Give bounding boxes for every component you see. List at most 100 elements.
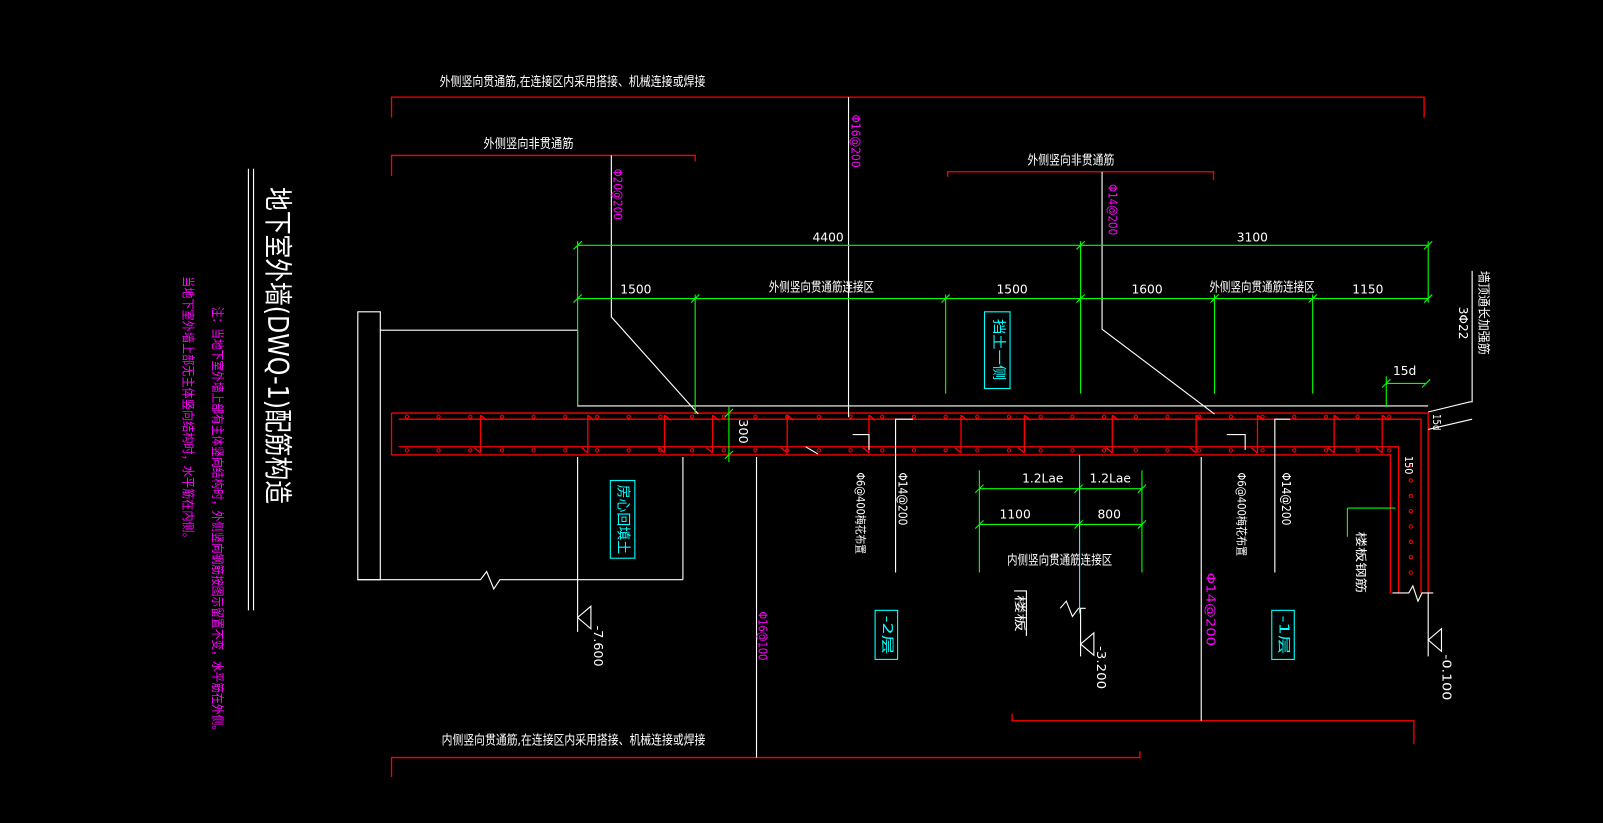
rebar-dot: [1387, 414, 1392, 419]
rebar-dot: [658, 448, 663, 453]
rebar-dot: [816, 414, 822, 419]
spec-tie-right: Φ6@400梅花布置: [1235, 472, 1249, 556]
note-line-2: 当地下室外墙上部无主体竖向结构时，水平筋在内侧。: [180, 276, 197, 544]
ground-line-with-break: [357, 570, 683, 591]
rebar-dot: [563, 414, 568, 419]
wall-section-outline: [390, 412, 1429, 593]
rebar-dot: [753, 448, 758, 453]
spec-inner-vertical-right: Φ14@200: [1279, 472, 1293, 525]
level-minus-1-box: [1271, 609, 1295, 660]
rebar-dot: [816, 448, 822, 453]
rebar-dot: [531, 414, 536, 419]
rebar-dot: [499, 448, 505, 453]
rotated-labels: Φ16@200 Φ20@200 Φ14@200 300 Φ6@400梅花布置 Φ…: [591, 115, 1491, 701]
rebar-dot: [1408, 555, 1413, 560]
area-labels: 挡土一侧 房心回填土 -2层 -1层: [609, 311, 1295, 660]
rebar-dot: [1260, 448, 1265, 453]
rebar-dot: [594, 448, 600, 453]
rebar-dot: [785, 448, 790, 453]
dim-seg-3: 1600: [1131, 282, 1162, 296]
rebar-dot: [848, 448, 853, 453]
rebar-dot: [531, 448, 536, 453]
soil-side-box: [983, 311, 1011, 390]
rebar-dot: [1133, 448, 1138, 453]
backfill-box: [609, 479, 636, 559]
rebar-dot: [975, 448, 980, 453]
rebar-dot: [1408, 570, 1413, 575]
drawing-title: 地下室外墙(DWQ-1)配筋构造: [261, 187, 295, 504]
rebar-dot: [1292, 414, 1297, 419]
rebar-dot: [1228, 414, 1234, 419]
elevation-top: -0.100: [1440, 654, 1454, 700]
label-outer-non-through-left: 外侧竖向非贯通筋: [484, 135, 574, 152]
wall-break-line: [1392, 584, 1434, 603]
rebar-dot: [1323, 448, 1329, 453]
rebar-dot: [1133, 414, 1138, 419]
dim-overall-right: 3100: [1237, 230, 1268, 244]
label-backfill: 房心回填土: [615, 485, 632, 555]
rebar-dot: [785, 414, 790, 419]
dimension-ticks: [573, 240, 1433, 529]
dim-seg-1: 1500: [620, 282, 651, 296]
rebar-dot: [975, 414, 980, 419]
level-minus-1: -1层: [1276, 615, 1291, 654]
backfill-boundary: [577, 456, 684, 580]
rebar-dot: [1387, 448, 1392, 453]
rebar-dots: [404, 414, 1413, 575]
title-block: 地下室外墙(DWQ-1)配筋构造 注：当地下室外墙上部有主体竖向结构时，外侧竖向…: [180, 168, 295, 736]
rebar-dot: [1323, 414, 1329, 419]
outer-non-through-bracket-left: [390, 154, 696, 176]
rebar-lines: [390, 96, 1429, 777]
label-inner-zone: 内侧竖向贯通筋连接区: [1007, 551, 1112, 568]
spec-inner-vertical-bottom-left: Φ16@100: [756, 611, 770, 660]
inner-through-bracket: [390, 751, 1141, 777]
dim-edge: 150: [1402, 456, 1413, 474]
rebar-dot: [1070, 448, 1075, 453]
rebar-dot: [721, 448, 726, 453]
structure-outlines: [357, 97, 1473, 758]
rebar-dot: [594, 414, 600, 419]
rebar-dot: [911, 448, 917, 453]
spec-top-reinforcement: 3Φ22: [1456, 307, 1470, 340]
rebar-dot: [1038, 414, 1043, 419]
rebar-dot: [404, 414, 410, 419]
rebar-dot: [880, 414, 885, 419]
rebar-dot: [943, 448, 948, 453]
wall-ties: [473, 414, 1389, 454]
label-outer-zone-1: 外侧竖向贯通筋连接区: [769, 278, 874, 295]
rebar-dot: [1197, 448, 1202, 453]
wall-rebar-layers: [398, 418, 1422, 593]
dim-seg-4: 1150: [1352, 282, 1383, 296]
rebar-dot: [1101, 448, 1107, 453]
dim-overall-left: 4400: [812, 230, 843, 244]
dim-inner-seg-2: 800: [1098, 507, 1121, 521]
title-double-line: [247, 168, 255, 611]
rebar-dot: [1355, 448, 1360, 453]
slab-top-line: [380, 329, 1429, 407]
rebar-dot: [436, 414, 441, 419]
dim-lap-1: 1.2Lae: [1022, 472, 1063, 486]
rebar-dot: [468, 448, 473, 453]
rebar-dot: [911, 414, 917, 419]
rebar-leader-lines: [610, 97, 1291, 758]
dimension-extension-lines: [577, 241, 1429, 573]
outer-through-bracket: [390, 96, 1425, 118]
label-outer-through-top: 外侧竖向贯通筋,在连接区内采用搭接、机械连接或焊接: [440, 73, 706, 90]
outer-non-through-bracket-right: [947, 171, 1215, 180]
rebar-dot: [1038, 448, 1043, 453]
rebar-dot: [1260, 414, 1265, 419]
label-slab-rebar: 楼板钢筋: [1354, 532, 1368, 593]
rebar-dot: [1408, 493, 1413, 498]
rebar-dot: [880, 448, 885, 453]
spec-outer-non-through-left: Φ20@200: [610, 169, 624, 220]
rebar-dot: [1355, 414, 1360, 419]
note-line-1: 注：当地下室外墙上部有主体竖向结构时，外侧竖向钢筋按图示留置不变，水平筋在外侧。: [209, 307, 226, 736]
rebar-dot: [499, 414, 505, 419]
dim-anchor-top: 15d: [1393, 364, 1416, 378]
rebar-dot: [753, 414, 758, 419]
spec-outer-vertical-top: Φ16@200: [849, 115, 863, 168]
slab-rebar-leader: [1346, 507, 1396, 537]
label-inner-through-bottom: 内侧竖向贯通筋,在连接区内采用搭接、机械连接或焊接: [442, 731, 706, 748]
rebar-dot: [1408, 524, 1413, 529]
